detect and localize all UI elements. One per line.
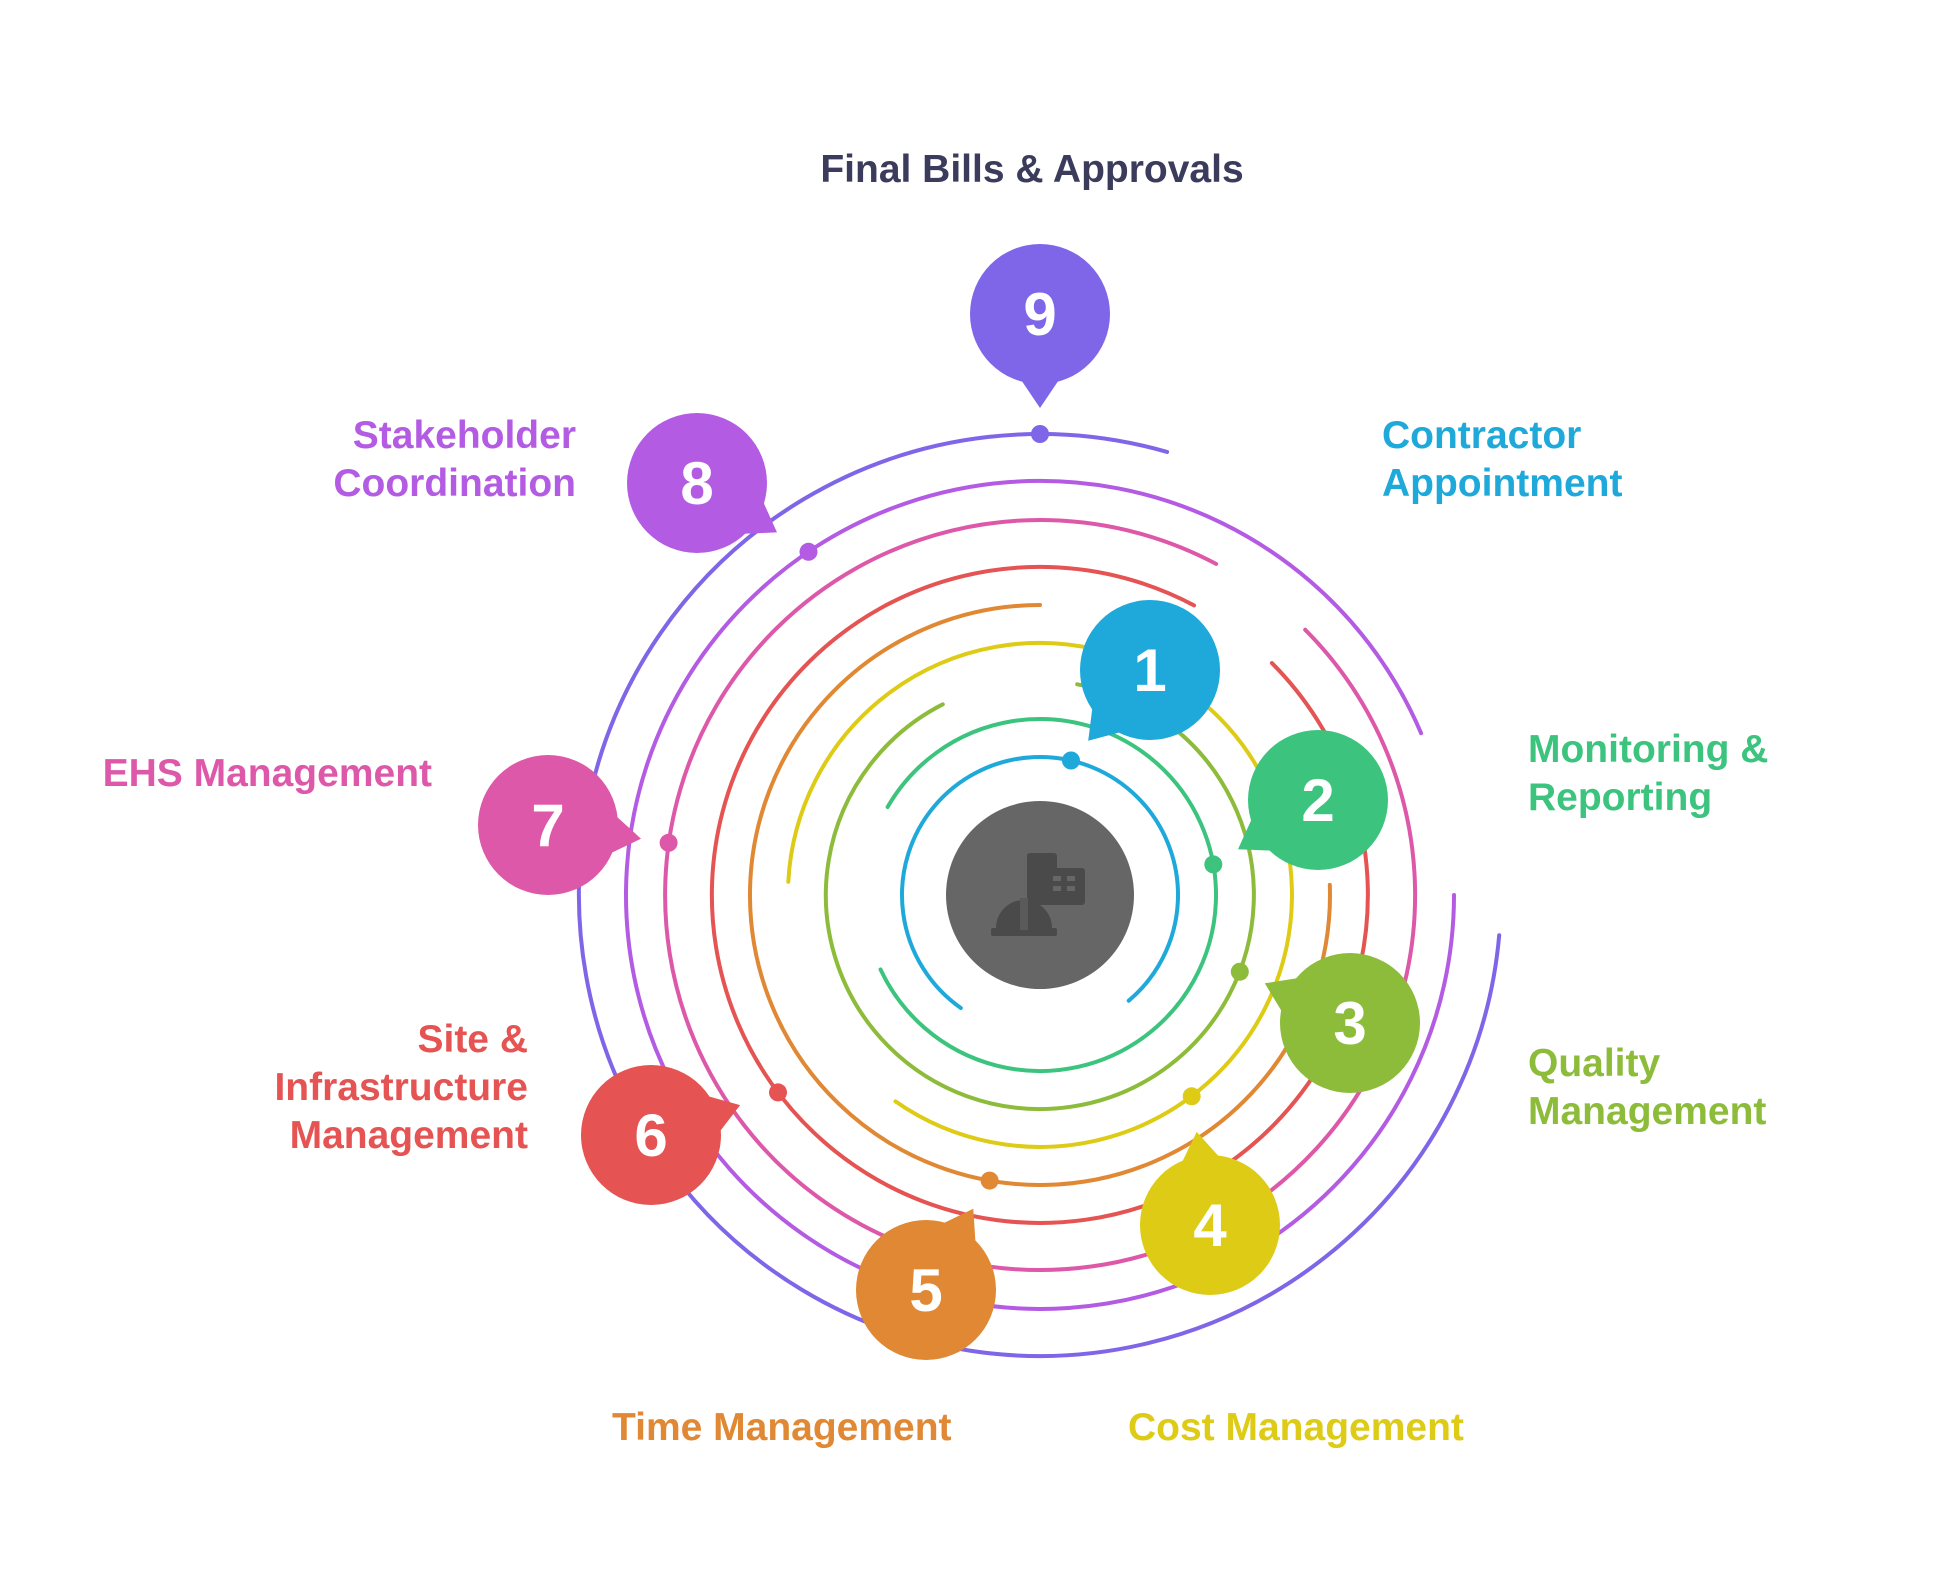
ring-marker-2 (1204, 855, 1223, 874)
pin-bubble (581, 1065, 721, 1205)
ring-marker-3 (1230, 962, 1249, 981)
step-7-number: 7 (531, 792, 564, 859)
ring-marker-5 (980, 1171, 999, 1190)
pin-bubble (627, 413, 767, 553)
pin-bubble (1280, 953, 1420, 1093)
pin-bubble (856, 1220, 996, 1360)
step-4-label: Cost Management (1128, 1406, 1464, 1449)
step-5-number: 5 (909, 1257, 942, 1324)
step-5-pin: 5 (856, 1208, 996, 1360)
ring-marker-1 (1062, 751, 1080, 770)
pin-bubble (1080, 600, 1220, 740)
page-title: Final Bills & Approvals (820, 148, 1244, 191)
step-5-label: Time Management (612, 1406, 952, 1449)
ring-arc-7 (663, 518, 1418, 1273)
ring-marker-6 (769, 1083, 787, 1102)
step-2-number: 2 (1301, 767, 1334, 834)
step-3-number: 3 (1333, 990, 1366, 1057)
step-9-label: Final Bills & Approvals (782, 146, 1282, 194)
center-hub (946, 801, 1134, 989)
step-1-label: Contractor Appointment (1382, 414, 1623, 505)
step-6-pin: 6 (581, 1065, 741, 1205)
step-1-number: 1 (1133, 637, 1166, 704)
step-6-number: 6 (634, 1102, 667, 1169)
ring-marker-7 (659, 833, 678, 852)
step-pins: 1 2 3 4 5 6 7 8 9 (478, 244, 1420, 1360)
step-2-label: Monitoring & Reporting (1528, 728, 1769, 819)
ring-markers (659, 425, 1249, 1190)
pin-bubble (478, 755, 618, 895)
ring-marker-9 (1031, 425, 1049, 443)
ring-marker-8 (799, 542, 818, 561)
step-4-pin: 4 (1140, 1131, 1280, 1295)
step-8-label: Stakeholder Coordination (333, 414, 576, 505)
step-1-pin: 1 (1080, 600, 1220, 741)
step-8-pin: 8 (627, 413, 777, 553)
step-6-label: Site & Infrastructure Management (274, 1018, 528, 1157)
ring-arc-2 (878, 717, 1218, 1074)
ring-arc-5 (748, 603, 1332, 1187)
step-2-pin: 2 (1238, 730, 1388, 870)
step-9-pin: 9 (970, 244, 1110, 408)
ring-arc-8 (624, 478, 1456, 1311)
pin-bubble (970, 244, 1110, 384)
step-3-pin: 3 (1264, 953, 1420, 1093)
step-7-label: EHS Management (102, 752, 432, 795)
ring-arc-3 (823, 682, 1256, 1112)
step-9-number: 9 (1023, 281, 1056, 348)
ring-marker-4 (1182, 1087, 1201, 1106)
pin-bubble (1140, 1155, 1280, 1295)
step-3-label: Quality Management (1528, 1042, 1767, 1133)
construction-helmet-building-icon (991, 853, 1085, 936)
pin-bubble (1248, 730, 1388, 870)
step-7-pin: 7 (478, 755, 641, 895)
step-8-number: 8 (680, 450, 713, 517)
ring-arc-1 (900, 754, 1180, 1010)
step-4-number: 4 (1193, 1192, 1227, 1259)
